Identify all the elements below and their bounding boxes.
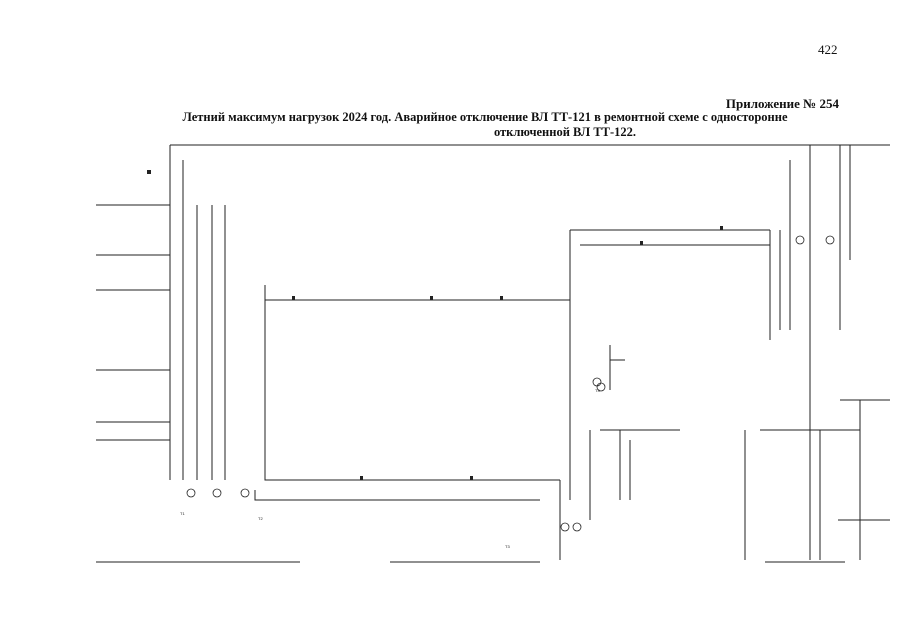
node-label: Т2 [258,516,263,521]
bus-lines [96,144,890,560]
title-line-2: отключенной ВЛ ТТ-122. [493,125,637,139]
breaker-marks [147,170,723,480]
transformer-symbols [186,235,835,532]
appendix-label: Приложение № 254 [725,96,839,111]
node-label: Т4 [595,388,600,393]
diagram-title: Летний максимум нагрузок 2024 год. Авари… [100,110,870,140]
node-label: Т3 [505,544,510,549]
title-line-1: Летний максимум нагрузок 2024 год. Авари… [182,110,788,124]
node-labels: Т1 Т2 Т3 Т4 [180,388,600,549]
page-number: 422 [818,42,838,57]
node-label: Т1 [180,511,185,516]
